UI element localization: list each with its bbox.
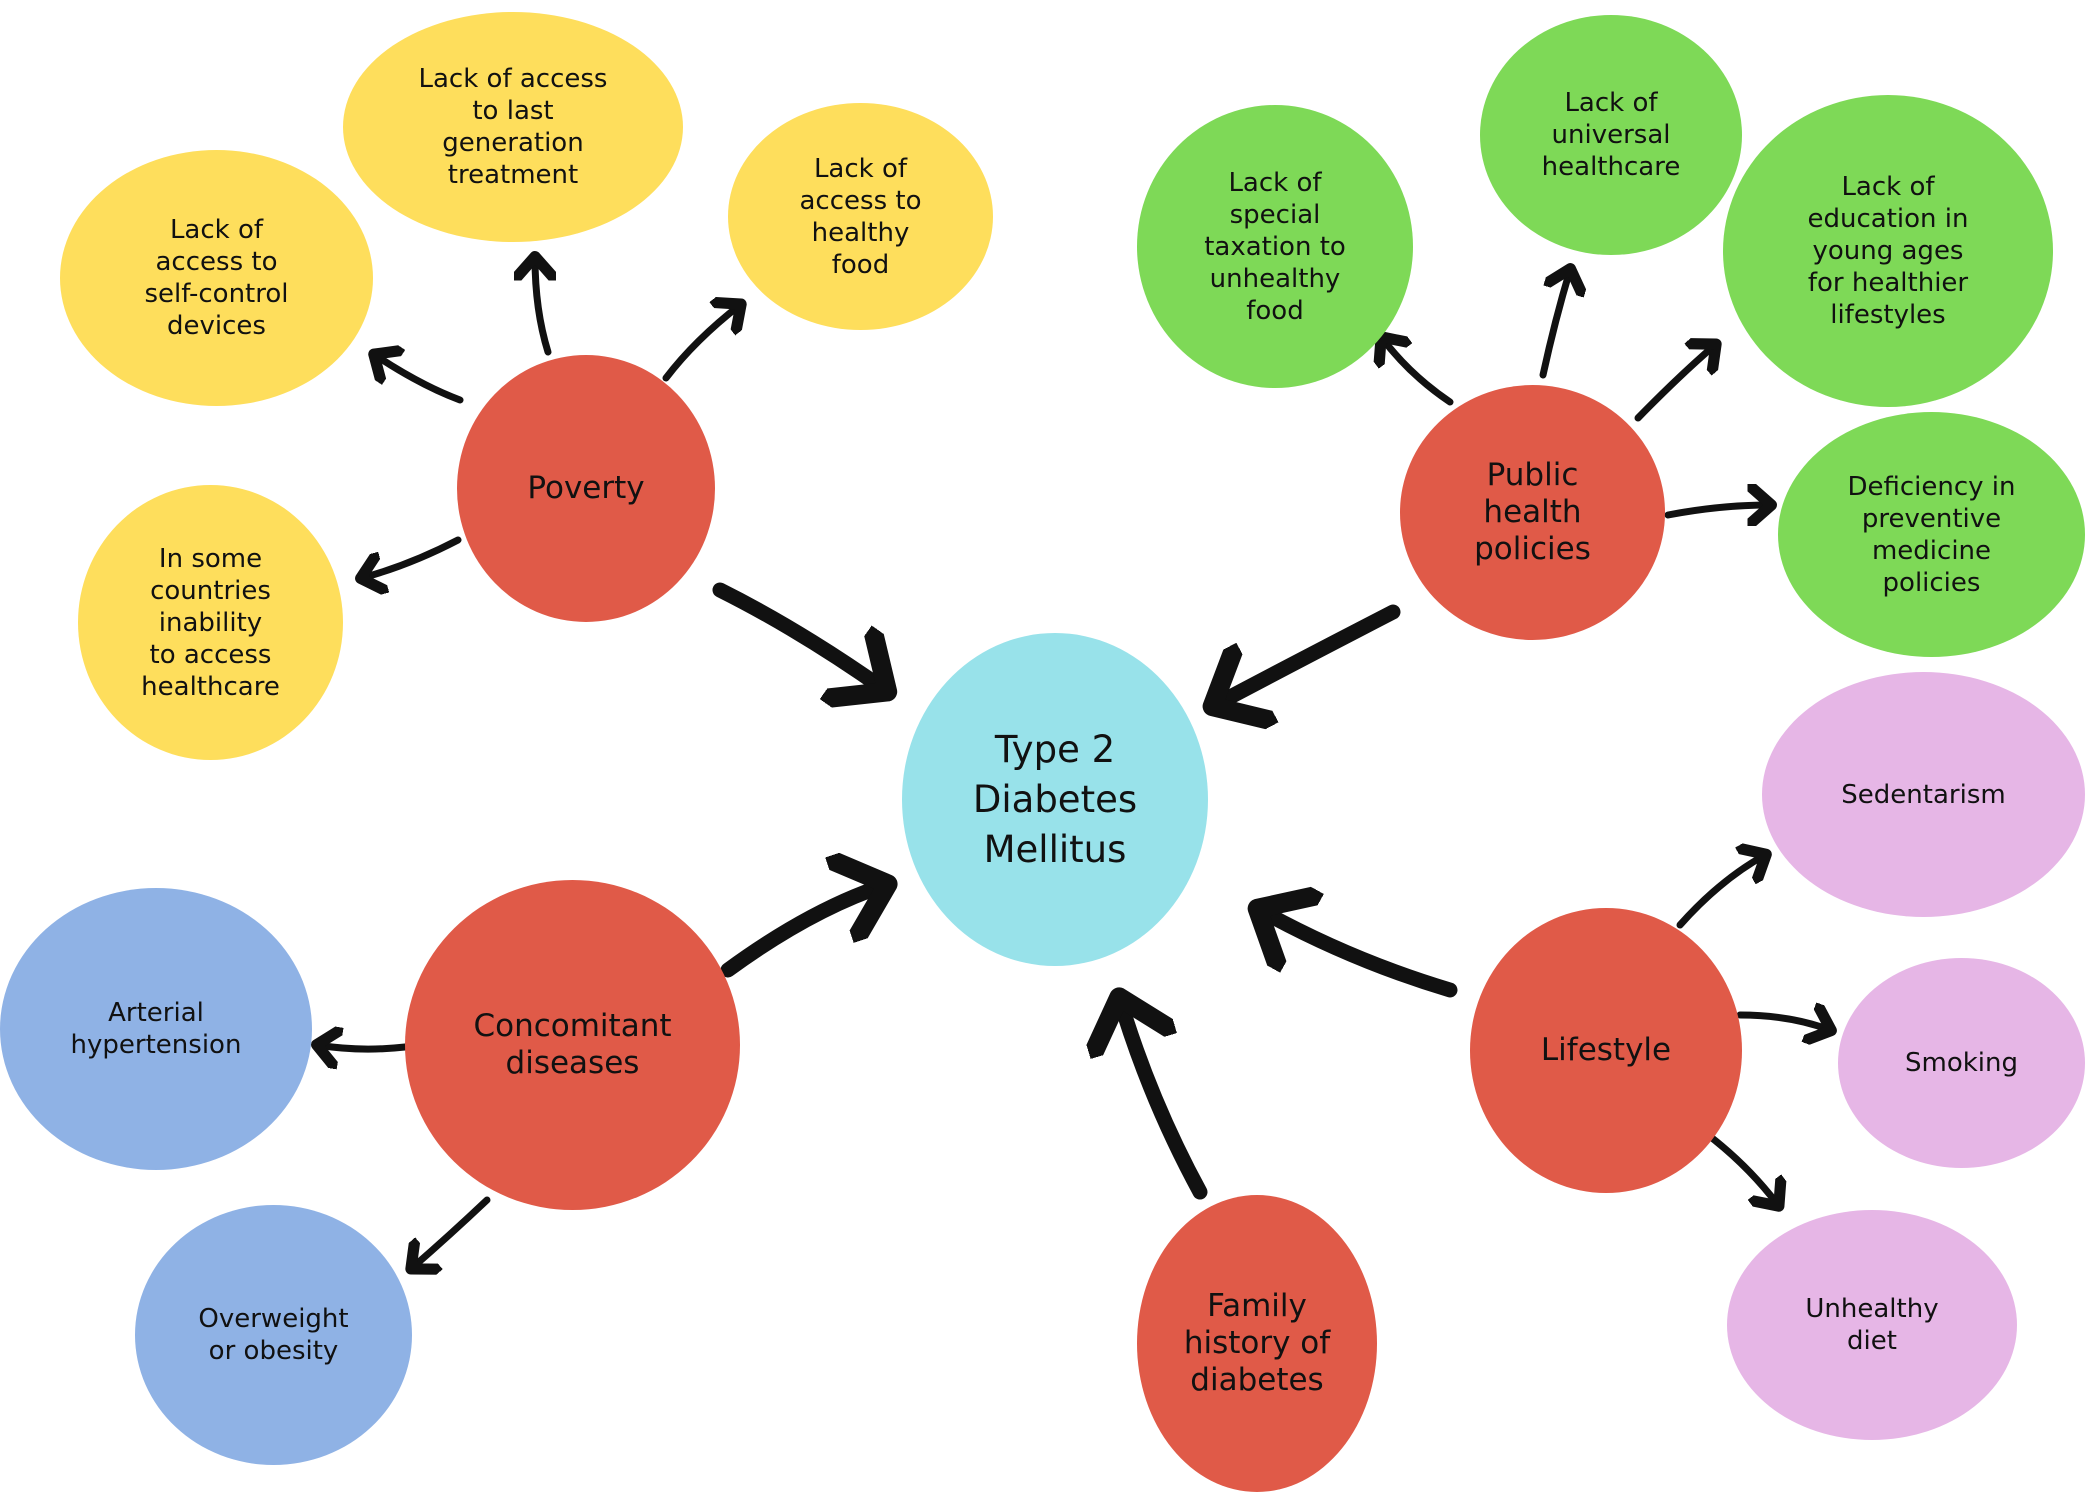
node-poverty: Poverty: [457, 355, 715, 622]
node-preventive-medicine: Deficiency in preventive medicine polici…: [1778, 412, 2085, 657]
node-self-control-label: Lack of access to self-control devices: [144, 215, 289, 341]
arrow-poverty-to-center: [712, 582, 885, 690]
arrow-concomitant-to-obesity: [412, 1196, 491, 1268]
node-education-young-ages: Lack of education in young ages for heal…: [1723, 95, 2053, 407]
arrow-family-to-center: [1120, 1000, 1208, 1200]
arrow-poverty-to-self-control: [375, 355, 464, 404]
node-lifestyle: Lifestyle: [1470, 908, 1742, 1193]
node-public-health-policies: Public health policies: [1400, 385, 1665, 640]
node-access-healthcare: In some countries inability to access he…: [78, 485, 343, 760]
node-access-healthcare-label: In some countries inability to access he…: [141, 543, 280, 702]
arrow-concomitant-to-center: [720, 885, 885, 978]
node-family-history: Family history of diabetes: [1137, 1195, 1377, 1492]
node-universal-healthcare: Lack of universal healthcare: [1480, 15, 1742, 255]
node-public-health-label: Public health policies: [1474, 457, 1591, 567]
arrow-concomitant-to-hypertension: [318, 1045, 409, 1049]
node-sedentarism-label: Sedentarism: [1841, 779, 2006, 810]
node-smoking: Smoking: [1838, 958, 2085, 1168]
node-preventive-medicine-label: Deficiency in preventive medicine polici…: [1847, 471, 2016, 598]
node-universal-healthcare-label: Lack of universal healthcare: [1541, 88, 1681, 182]
node-special-taxation: Lack of special taxation to unhealthy fo…: [1137, 105, 1413, 388]
node-concomitant-label: Concomitant diseases: [473, 1008, 672, 1081]
node-arterial-hypertension: Arterial hypertension: [0, 888, 312, 1170]
arrow-lifestyle-to-center: [1260, 910, 1458, 998]
arrow-poverty-to-healthy-food: [662, 305, 740, 382]
arrow-public-to-education: [1634, 345, 1715, 422]
arrow-public-to-universal: [1539, 270, 1570, 379]
node-poverty-label: Poverty: [527, 470, 645, 506]
arrow-lifestyle-to-unhealthy-diet: [1708, 1134, 1778, 1205]
arrow-public-to-preventive: [1664, 505, 1770, 515]
node-sedentarism: Sedentarism: [1762, 672, 2085, 917]
center-node-type2-diabetes: Type 2 Diabetes Mellitus: [902, 633, 1208, 966]
node-self-control-devices: Lack of access to self-control devices: [60, 150, 373, 406]
node-unhealthy-diet: Unhealthy diet: [1727, 1210, 2017, 1440]
arrow-lifestyle-to-smoking: [1736, 1015, 1830, 1030]
node-family-history-label: Family history of diabetes: [1183, 1288, 1331, 1398]
node-smoking-label: Smoking: [1904, 1048, 2018, 1078]
arrow-poverty-to-healthcare: [362, 536, 462, 578]
node-obesity-label: Overweight or obesity: [198, 1304, 349, 1366]
node-hypertension-label: Arterial hypertension: [70, 998, 242, 1060]
node-unhealthy-diet-label: Unhealthy diet: [1805, 1294, 1939, 1356]
node-last-generation-treatment: Lack of access to last generation treatm…: [343, 12, 683, 242]
arrow-public-health-to-center: [1215, 604, 1401, 705]
node-treatment-label: Lack of access to last generation treatm…: [418, 64, 608, 190]
node-concomitant-diseases: Concomitant diseases: [405, 880, 740, 1210]
node-education-label: Lack of education in young ages for heal…: [1807, 172, 1969, 330]
arrow-poverty-to-treatment: [535, 258, 548, 356]
center-node-label: Type 2 Diabetes Mellitus: [972, 727, 1138, 871]
node-healthy-food: Lack of access to healthy food: [728, 103, 993, 330]
node-overweight-obesity: Overweight or obesity: [135, 1205, 412, 1465]
node-lifestyle-label: Lifestyle: [1540, 1032, 1672, 1068]
node-special-taxation-label: Lack of special taxation to unhealthy fo…: [1204, 167, 1346, 326]
node-healthy-food-label: Lack of access to healthy food: [799, 153, 922, 280]
arrow-public-to-taxation: [1382, 338, 1454, 406]
arrow-lifestyle-to-sedentarism: [1676, 855, 1765, 929]
